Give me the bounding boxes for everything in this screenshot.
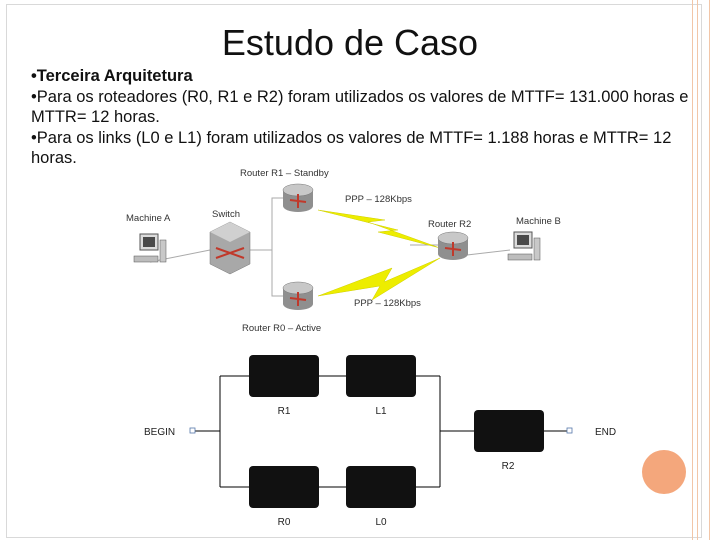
decorative-line [692, 0, 693, 540]
label-r0: R0 [278, 517, 291, 528]
block-r0 [249, 466, 319, 508]
machine-b-icon [507, 231, 541, 261]
router-r2-icon [437, 231, 469, 260]
bullet-routers: •Para os roteadores (R0, R1 e R2) foram … [31, 87, 689, 127]
begin-port [189, 427, 196, 434]
label-router-r2: Router R2 [428, 219, 471, 230]
switch-icon [209, 221, 251, 275]
bullet-heading: •Terceira Arquitetura [31, 67, 193, 85]
label-l0: L0 [375, 517, 387, 528]
label-link-bottom: PPP – 128Kbps [354, 298, 421, 309]
label-l1: L1 [375, 406, 387, 417]
label-machine-b: Machine B [516, 216, 561, 227]
lightning-link-bottom [317, 257, 441, 301]
label-router-r1: Router R1 – Standby [240, 168, 329, 179]
machine-a-icon [133, 233, 167, 263]
label-r2: R2 [502, 461, 515, 472]
router-r1-icon [282, 183, 314, 212]
decorative-line [697, 0, 698, 540]
label-router-r0: Router R0 – Active [242, 323, 321, 334]
block-l1 [346, 355, 416, 397]
bullet-links: •Para os links (L0 e L1) foram utilizado… [31, 128, 672, 168]
decorative-circle [642, 450, 686, 494]
label-begin: BEGIN [144, 427, 175, 438]
decorative-line [709, 0, 710, 540]
block-r2 [474, 410, 544, 452]
label-link-top: PPP – 128Kbps [345, 194, 412, 205]
network-figure-bg [120, 160, 580, 340]
rbd-wires [195, 375, 567, 488]
router-r0-icon [282, 281, 314, 310]
slide-border [6, 4, 702, 538]
label-r1: R1 [278, 406, 291, 417]
slide-title: Estudo de Caso [221, 22, 479, 63]
block-r1 [249, 355, 319, 397]
slide-body: •Terceira Arquitetura •Para os roteadore… [31, 66, 691, 169]
block-l0 [346, 466, 416, 508]
end-port [566, 427, 573, 434]
label-end: END [595, 427, 616, 438]
label-machine-a: Machine A [126, 213, 171, 224]
label-switch: Switch [212, 209, 240, 220]
